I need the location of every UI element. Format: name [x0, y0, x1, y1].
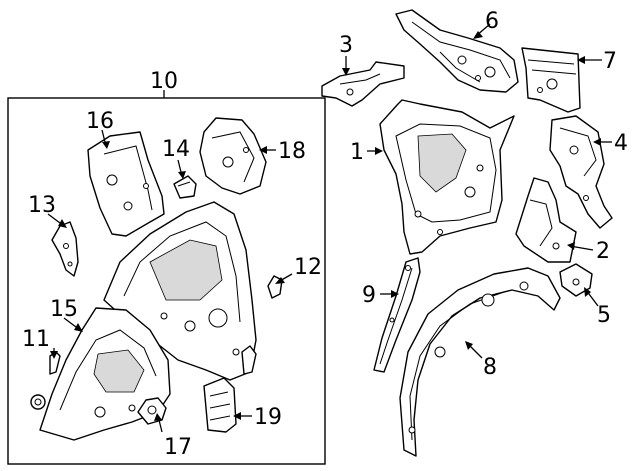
part-6-upper-rail — [395, 9, 519, 93]
callout-16: 16 — [86, 109, 114, 134]
part-5-clip — [559, 263, 593, 297]
part-4-reinforcement — [549, 115, 613, 229]
callout-1: 1 — [350, 140, 364, 165]
callout-11: 11 — [22, 327, 50, 352]
callout-13: 13 — [28, 193, 56, 218]
callout-5: 5 — [597, 303, 611, 328]
part-19-bracket — [203, 377, 237, 433]
assembly-10-frame — [7, 97, 326, 465]
callout-8: 8 — [483, 355, 497, 380]
callout-10: 10 — [150, 69, 178, 94]
callout-3: 3 — [339, 33, 353, 58]
part-grommet — [30, 394, 46, 410]
part-2-lower-bracket — [515, 177, 577, 263]
callout-19: 19 — [254, 405, 282, 430]
callout-7: 7 — [603, 49, 617, 74]
part-10-inner-quarter-panel — [103, 201, 257, 381]
part-14-clip — [173, 175, 197, 199]
part-13-bracket — [51, 221, 79, 277]
leader-lines — [47, 23, 612, 433]
callout-2: 2 — [596, 239, 610, 264]
callout-12: 12 — [294, 255, 322, 280]
part-16-inner-panel — [87, 131, 165, 237]
callout-18: 18 — [278, 139, 306, 164]
part-9-pillar-strip — [373, 257, 421, 373]
callout-9: 9 — [362, 283, 376, 308]
callout-6: 6 — [485, 9, 499, 34]
callout-14: 14 — [162, 137, 190, 162]
callout-17: 17 — [164, 435, 192, 460]
part-8-wheelhouse-outer — [399, 267, 561, 457]
part-15-wheelhouse-inner — [39, 307, 171, 441]
part-18-bracket — [199, 117, 267, 195]
part-7-gusset — [521, 47, 581, 113]
part-3-bracket — [321, 61, 405, 107]
part-1-quarter-inner-panel — [379, 99, 515, 255]
part-small-bracket — [241, 345, 257, 375]
callout-4: 4 — [614, 131, 628, 156]
callout-15: 15 — [50, 297, 78, 322]
